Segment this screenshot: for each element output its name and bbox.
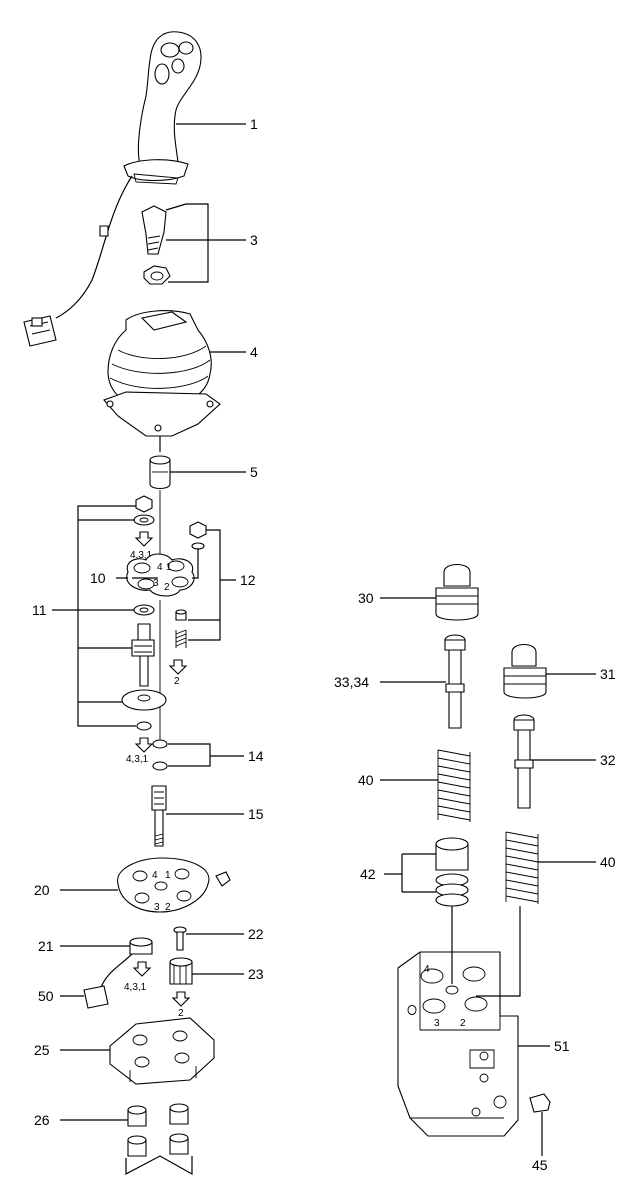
callout-14: 14	[248, 748, 264, 764]
base-block-part	[109, 1017, 215, 1085]
plate-lower-port-3: 3	[154, 902, 160, 913]
plug-screw-part-45	[529, 1093, 551, 1113]
washer-part	[133, 604, 155, 616]
callout-30: 30	[358, 590, 374, 606]
block-port-2: 2	[460, 1018, 466, 1029]
plate-top-port-1: 1	[166, 562, 172, 573]
valve-cap-part-31	[503, 643, 547, 699]
callout-5: 5	[250, 464, 258, 480]
block-port-3: 3	[434, 1018, 440, 1029]
rubber-boot-part	[103, 310, 221, 437]
callout-40-left: 40	[358, 772, 374, 788]
callout-45: 45	[532, 1157, 548, 1173]
plate-lower-port-2: 2	[165, 902, 171, 913]
plate-top-port-3: 3	[153, 578, 159, 589]
callout-33-34: 33,34	[334, 674, 369, 690]
callout-31: 31	[600, 666, 616, 682]
callout-3: 3	[250, 232, 258, 248]
plate-top-port-4: 4	[157, 562, 163, 573]
cam-part: 2	[169, 957, 193, 1019]
o-ring-pair-part	[152, 739, 168, 771]
callout-51: 51	[554, 1038, 570, 1054]
callout-50: 50	[38, 988, 54, 1004]
leader-lines-left	[52, 123, 246, 1121]
small-washer-part	[136, 721, 152, 731]
joystick-grip-part	[123, 31, 202, 185]
flow-mark-1: 4,3,1	[130, 550, 153, 561]
flow-arrow-top: 4,3,1	[130, 531, 154, 561]
callout-labels: 1 3 4 5 10 11 12 14 15 20 21 22 23 25 26…	[32, 116, 616, 1173]
shaft-part	[141, 203, 187, 285]
spring-part-40-right	[505, 831, 539, 904]
valve-body-part-51: 4 3 2	[397, 951, 519, 1137]
callout-23: 23	[248, 966, 264, 982]
callout-10: 10	[90, 570, 106, 586]
callout-25: 25	[34, 1042, 50, 1058]
small-nut-part	[133, 495, 155, 526]
spool-part-33-34	[444, 634, 466, 729]
flow-arrow-second: 4,3,1	[126, 737, 154, 765]
bushing-part	[149, 455, 171, 490]
bushings-part	[125, 1103, 193, 1176]
lower-plate-part: 4 1 3 2	[117, 857, 231, 913]
sleeve-part-42	[435, 837, 469, 907]
plunger-part	[131, 623, 155, 687]
valve-cap-part-30	[435, 563, 479, 621]
flow-mark-3: 4,3,1	[126, 754, 149, 765]
spool-stem-part	[151, 785, 167, 847]
callout-4: 4	[250, 344, 258, 360]
callout-20: 20	[34, 882, 50, 898]
callout-32: 32	[600, 752, 616, 768]
spring-part-40-left	[437, 749, 471, 822]
callout-1: 1	[250, 116, 258, 132]
callout-22: 22	[248, 926, 264, 942]
large-washer-part	[121, 689, 167, 711]
callout-15: 15	[248, 806, 264, 822]
plate-lower-port-1: 1	[165, 870, 171, 881]
joystick-cable	[23, 175, 133, 347]
flow-mark-2: 2	[174, 676, 180, 687]
flow-mark-5: 2	[178, 1008, 184, 1019]
callout-12: 12	[240, 572, 256, 588]
pin-part	[173, 926, 187, 951]
callout-26: 26	[34, 1112, 50, 1128]
callout-21: 21	[38, 938, 54, 954]
callout-42: 42	[360, 866, 376, 882]
plate-lower-port-4: 4	[152, 870, 158, 881]
block-port-4: 4	[424, 964, 430, 975]
leader-lines-right	[380, 597, 596, 1156]
sensor-part: 4,3,1	[83, 937, 153, 1009]
part-12-group: 2	[168, 521, 207, 687]
clover-plate-part: 4 1 3 2	[126, 553, 195, 597]
plate-top-port-2: 2	[164, 582, 170, 593]
callout-11: 11	[32, 602, 47, 618]
callout-40-right: 40	[600, 854, 616, 870]
flow-mark-4: 4,3,1	[124, 982, 147, 993]
spool-part-32	[513, 714, 535, 809]
